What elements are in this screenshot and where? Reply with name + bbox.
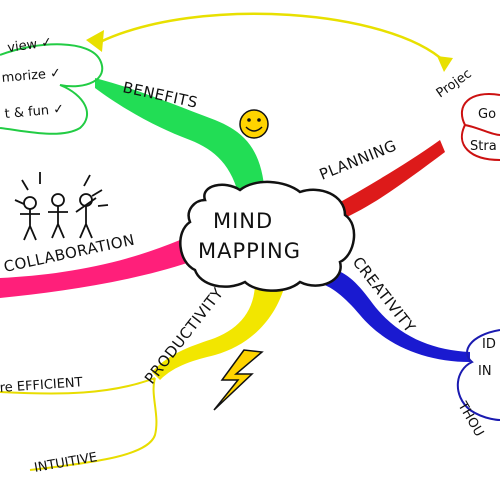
planning-item-project: Projec xyxy=(434,66,475,101)
productivity-label: PRODUCTIVITY xyxy=(141,284,227,387)
benefits-items-loop xyxy=(0,43,104,135)
creativity-item-ideas: ID xyxy=(482,337,496,352)
lightning-bolt-icon xyxy=(213,349,264,411)
center-node xyxy=(179,180,356,292)
productivity-items-line xyxy=(0,377,158,471)
planning-item-strategy: Stra xyxy=(470,139,497,154)
center-title-line1: MIND xyxy=(213,209,273,233)
benefits-item-3: t & fun ✓ xyxy=(4,102,65,122)
productivity-branch xyxy=(152,282,285,380)
planning-item-goals: Go xyxy=(478,107,496,122)
collaboration-branch xyxy=(0,240,190,298)
center-title-line2: MAPPING xyxy=(198,239,301,263)
benefits-item-1: view ✓ xyxy=(6,35,53,56)
planning-items-loop xyxy=(460,93,500,161)
benefits-item-2: morize ✓ xyxy=(1,66,62,86)
stick-people-icon xyxy=(14,172,109,241)
creativity-items-loop xyxy=(456,329,500,421)
top-arrow xyxy=(86,12,453,72)
creativity-item-thought: THOU xyxy=(454,399,486,440)
planning-branch xyxy=(330,140,445,220)
creativity-item-innovation: IN xyxy=(478,364,492,379)
productivity-item-intuitive: INTUITIVE xyxy=(33,450,98,476)
smiley-face-icon xyxy=(239,109,269,139)
productivity-item-efficient: re EFFICIENT xyxy=(0,375,83,396)
creativity-branch xyxy=(318,269,470,362)
benefits-branch xyxy=(95,78,265,200)
